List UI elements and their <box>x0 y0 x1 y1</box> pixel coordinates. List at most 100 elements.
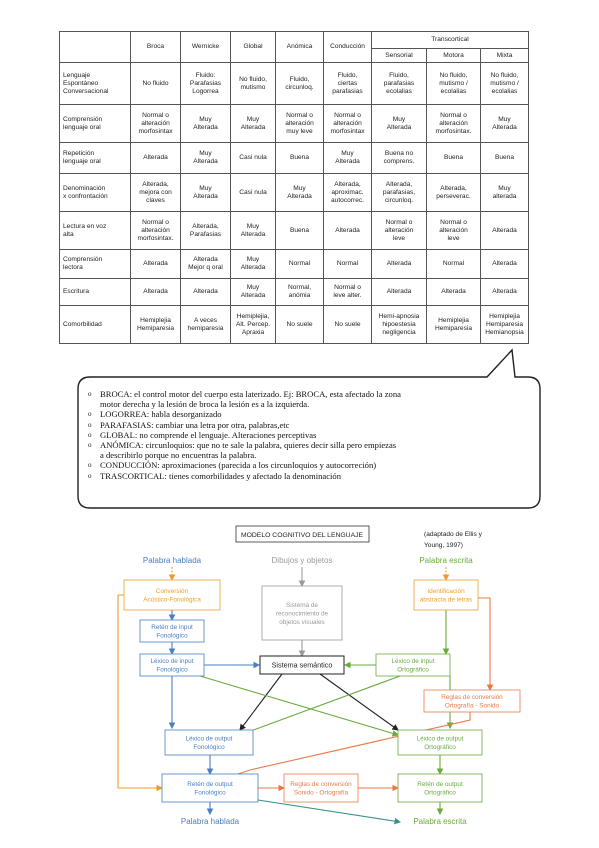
note-line: CONDUCCIÓN: aproximaciones (parecida a l… <box>100 460 377 471</box>
box-semantic: Sistema semántico <box>259 655 345 675</box>
cell-line: Normal o <box>334 284 361 291</box>
column-header: Anómica <box>275 31 324 63</box>
cell-line: Normal o <box>286 111 313 119</box>
table-cell: Buena <box>275 211 324 250</box>
cell-line: Alterada, <box>142 180 169 188</box>
table-cell: Casi nula <box>230 173 276 212</box>
note-line: ANÓMICA: circunloquios: que no te sale l… <box>100 440 397 451</box>
cell-line: parafasias <box>383 79 415 87</box>
row-header-line: lenguaje oral <box>63 158 101 165</box>
row-header-line: Lectura en voz <box>63 222 107 230</box>
cell-line: leve alter. <box>333 292 362 299</box>
row-header-line: Comprensión <box>63 256 103 263</box>
cell-line: Muy <box>498 184 511 192</box>
cell-line: autocorrec. <box>331 196 364 204</box>
cell-line: mejora con <box>139 188 172 196</box>
box-label: reconocimiento de <box>276 610 329 617</box>
cell-line: Alterada <box>287 192 312 200</box>
output-label-written: Palabra escrita <box>413 817 467 826</box>
cell-line: Fluido, <box>389 71 409 79</box>
output-label-spoken: Palabra hablada <box>181 817 240 826</box>
cell-line: Hemiplejia, <box>236 312 270 320</box>
note-line: BROCA: el control motor del cuerpo esta … <box>100 389 401 399</box>
cell-line: hemiparesia <box>187 324 224 332</box>
cell-line: leve <box>447 234 460 242</box>
cell-line: Alterada <box>193 158 218 165</box>
box-frame <box>259 655 345 675</box>
table-cell: Alterada <box>480 278 529 306</box>
cell-line: No suele <box>286 320 313 328</box>
box-frame <box>123 579 221 611</box>
row-header-line: Comorbilidad <box>63 320 102 328</box>
cell-line: Hemiparesia <box>485 320 523 328</box>
cell-line: Buena <box>289 226 310 234</box>
row-header-line: x confrontación <box>63 192 108 200</box>
cell-line: No fluido, <box>490 71 519 79</box>
cell-line: Alterada <box>335 158 360 165</box>
cell-line: Alterada <box>240 230 266 238</box>
box-frame <box>397 729 483 756</box>
box-label: Sistema semántico <box>272 660 333 669</box>
box-label: Retén de output <box>187 781 233 788</box>
cell-line: Muy <box>199 150 212 157</box>
row-header-line: Denominación <box>63 184 106 192</box>
box-label: Reglas de conversión <box>441 694 503 701</box>
cell-line: hipoestesia <box>382 320 416 328</box>
row-header-line: Repetición <box>63 150 95 157</box>
aphasia-comparison-table: Broca Wernicke Global Anómica Conducción… <box>59 31 529 344</box>
cell-line: alteración <box>285 119 314 127</box>
source-line-1: (adaptado de Ellis y <box>424 531 483 538</box>
box-label: Reglas de conversión <box>290 781 352 788</box>
cell-line: ecolalias <box>440 87 467 95</box>
table-cell: Normal <box>275 249 324 279</box>
row-header-line: Escritura <box>63 288 90 295</box>
cell-line: Muy <box>341 150 354 157</box>
cell-line: Alterada <box>492 260 517 267</box>
note-line: PARAFASIAS: cambiar una letra por otra, … <box>100 419 290 430</box>
cell-line: ecolalias <box>491 87 518 95</box>
table-cell: No fluido,mutismo <box>230 62 276 105</box>
cell-line: Normal, <box>287 284 312 291</box>
cell-line: Alterada <box>240 123 266 131</box>
cell-line: leve <box>392 234 406 242</box>
cell-line: Alterada <box>193 192 218 200</box>
table-cell: No suele <box>275 305 324 344</box>
box-label: Sonido - Ortografía <box>294 790 349 797</box>
box-label: Ortografía - Sonido <box>445 703 500 710</box>
note-line: a describirlo porque no encuentras la pa… <box>100 450 257 461</box>
table-cell: No suele <box>323 305 372 344</box>
cell-line: Alterada <box>240 292 266 299</box>
cell-line: Mejor q oral <box>188 264 223 271</box>
box-label: objetos visuales <box>279 619 324 626</box>
box-frame <box>139 653 205 677</box>
cell-line: Casi nula <box>239 188 267 196</box>
cell-line: parafasias <box>332 87 363 95</box>
column-header: Conducción <box>323 31 372 63</box>
cell-line: mutismo <box>240 83 266 91</box>
cell-line: alterada <box>492 192 517 200</box>
table-cell: Alterada <box>480 249 529 279</box>
cell-line: No fluido, <box>239 75 267 83</box>
